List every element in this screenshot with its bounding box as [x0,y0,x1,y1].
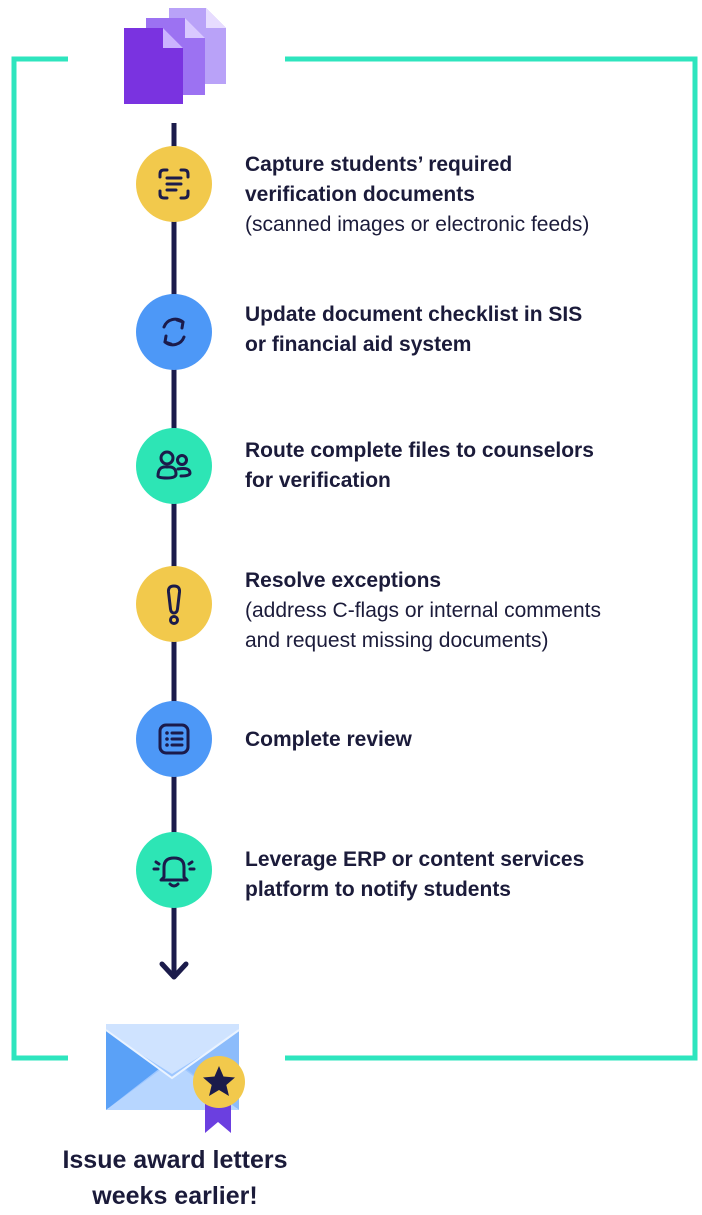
step-title: Leverage ERP or content services platfor… [245,848,585,901]
frame-right-border [285,56,698,1061]
step-title: Capture students’ required verification … [245,153,513,206]
step-title: Complete review [245,728,412,751]
list-icon [158,723,190,755]
step-5-text: Complete review [245,725,665,755]
award-envelope-icon [105,1024,245,1133]
step-title: Resolve exceptions [245,569,442,592]
step-title: Route complete files to counselors for v… [245,439,594,492]
step-title: Update document checklist in SIS or fina… [245,303,583,356]
step-subtitle: (scanned images or electronic feeds) [245,213,590,236]
bell-icon [152,856,196,888]
step-6-text: Leverage ERP or content services platfor… [245,845,665,905]
arrow-down-icon [159,961,189,980]
refresh-icon [162,317,186,347]
step-5-circle [136,701,212,777]
users-icon [156,450,192,480]
step-6-circle [136,832,212,908]
step-4-text: Resolve exceptions (address C-flags or i… [245,566,665,656]
step-3-circle [136,428,212,504]
step-3-text: Route complete files to counselors for v… [245,436,665,496]
footer-message: Issue award letters weeks earlier! [62,1146,288,1210]
step-2-circle [136,294,212,370]
frame-left-border [11,56,68,1061]
step-2-text: Update document checklist in SIS or fina… [245,300,665,360]
scan-document-icon [158,168,190,200]
exclamation-icon [166,584,182,625]
step-1-circle [136,146,212,222]
step-subtitle: (address C-flags or internal comments an… [245,599,601,652]
documents-icon [124,8,226,104]
step-1-text: Capture students’ required verification … [245,150,665,240]
step-4-circle [136,566,212,642]
